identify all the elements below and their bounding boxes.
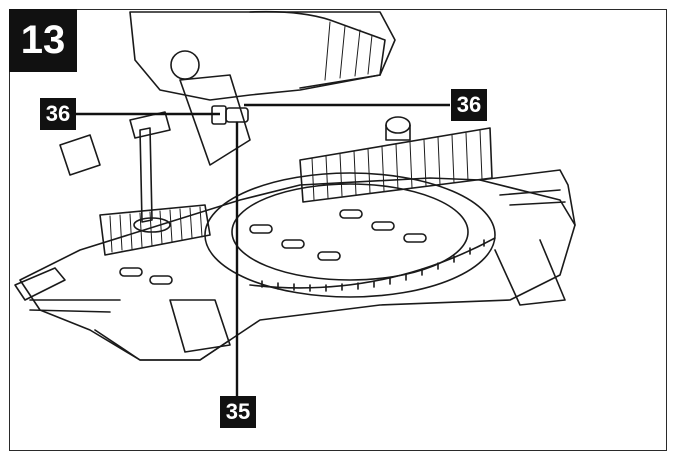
front-edge xyxy=(94,329,231,361)
miter-scale-ticks xyxy=(261,239,485,292)
right-fence-hatch xyxy=(311,129,483,201)
front-foot xyxy=(169,299,231,353)
guard-hatch xyxy=(324,21,373,81)
figure-frame xyxy=(9,9,667,451)
pivot xyxy=(170,50,200,80)
left-handle xyxy=(59,134,101,176)
left-fence-hatch xyxy=(109,206,203,253)
callout-36-left: 36 xyxy=(40,98,76,130)
turntable xyxy=(204,172,496,298)
clamp-base xyxy=(133,217,171,233)
callout-35-bottom: 35 xyxy=(220,396,256,428)
left-extension xyxy=(14,267,121,313)
callout-36-right: 36 xyxy=(451,89,487,121)
table-slots xyxy=(119,209,427,285)
blade-guard xyxy=(249,10,386,89)
leader-lines xyxy=(75,103,450,396)
right-extension xyxy=(479,169,576,306)
left-fence xyxy=(99,204,211,256)
miter-scale xyxy=(249,237,496,289)
saw-arm xyxy=(179,74,251,166)
clamp-post xyxy=(139,127,153,223)
right-rail xyxy=(499,189,566,206)
saw-housing xyxy=(129,11,396,101)
figure-number-badge: 13 xyxy=(9,9,77,72)
turntable-inner xyxy=(231,183,469,281)
